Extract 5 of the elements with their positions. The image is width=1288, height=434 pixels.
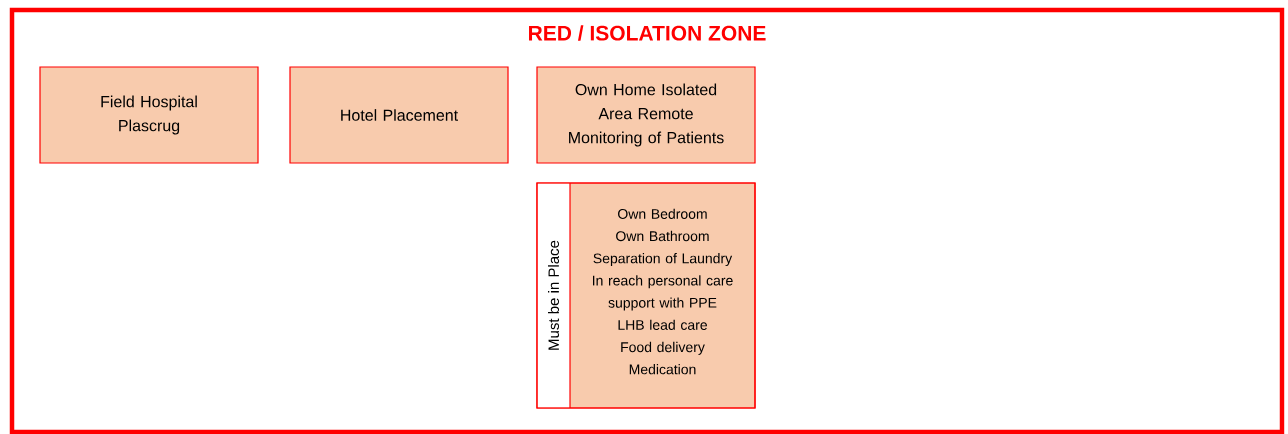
location-box: Own Home Isolated Area Remote Monitoring of Patients [536,66,756,164]
location-box: Hotel Placement [289,66,509,164]
requirements-box: Must be in Place Own Bedroom Own Bathroom Separation of Laundry In reach personal care support with PPE LHB lead care Food delivery Medication [536,182,756,409]
location-box: Field Hospital Plascrug [39,66,259,164]
zone-title: RED / ISOLATION ZONE [529,25,766,41]
